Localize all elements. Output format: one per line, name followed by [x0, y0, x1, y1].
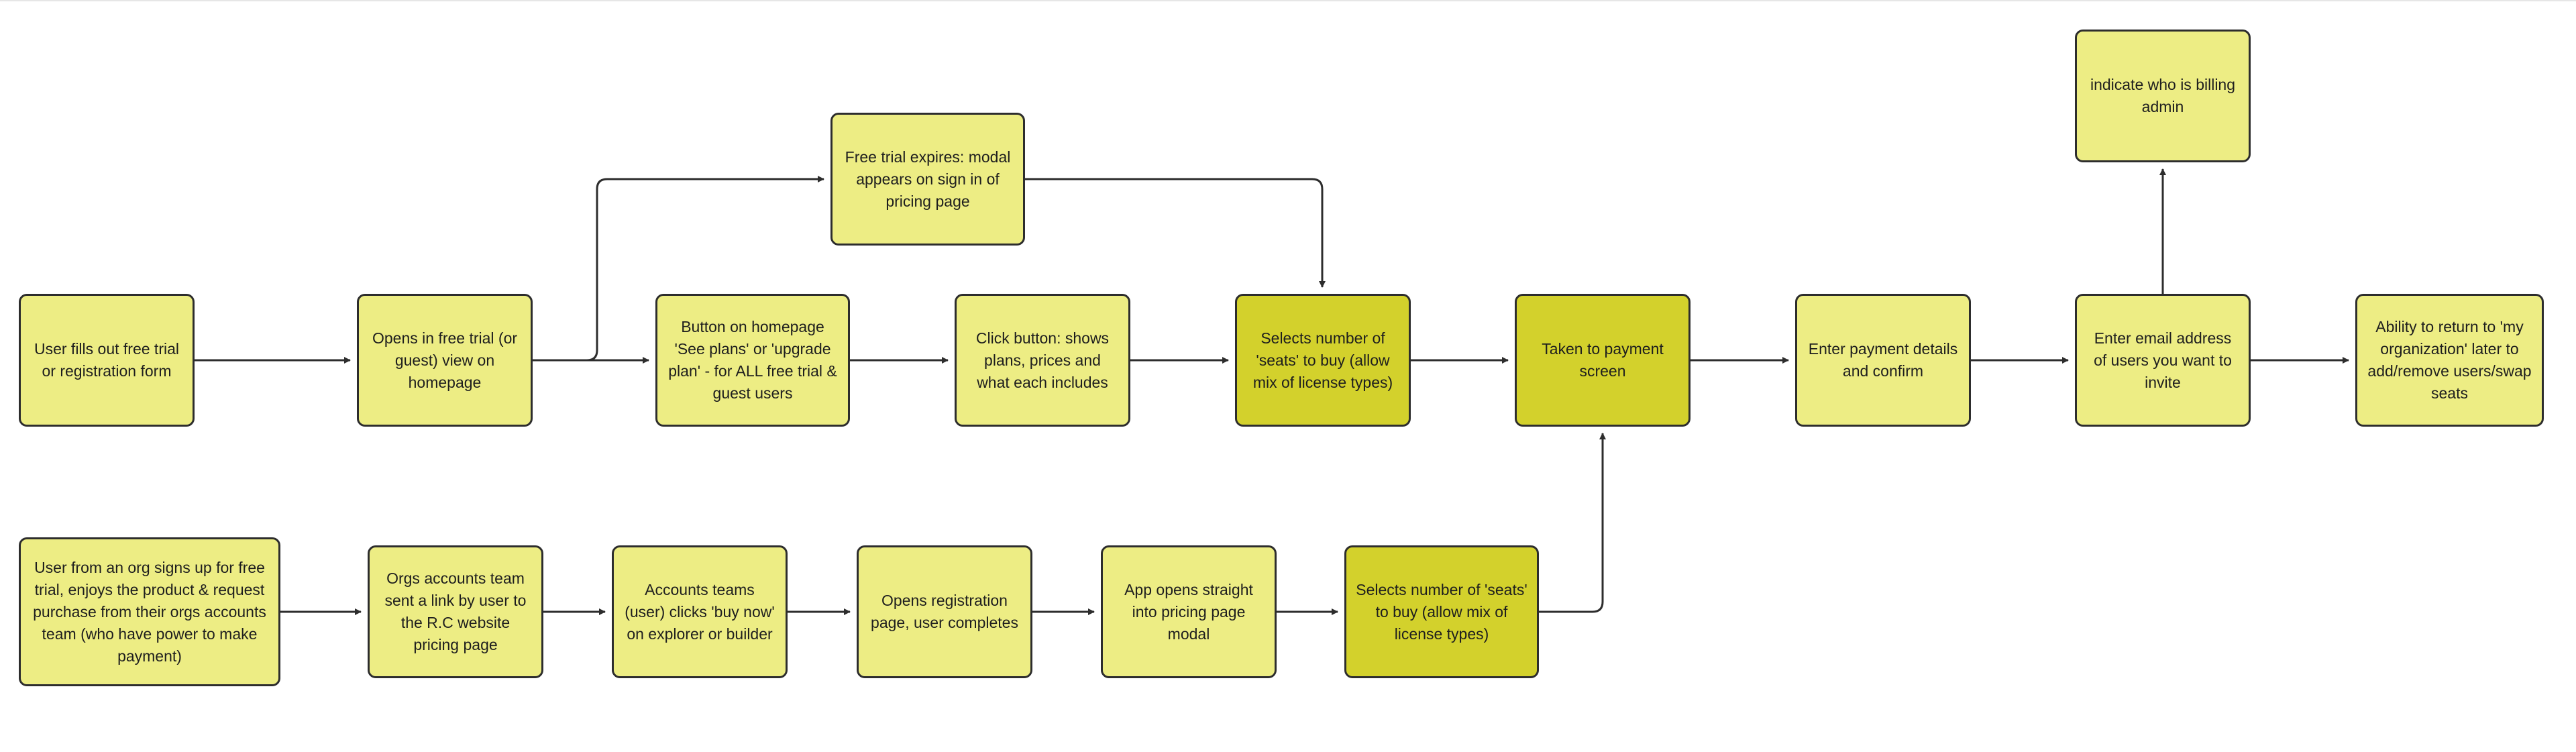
node-billing-admin: indicate who is billing admin: [2075, 30, 2251, 162]
node-fill-out-form: User fills out free trial or registratio…: [19, 294, 195, 427]
node-accounts-link: Orgs accounts team sent a link by user t…: [368, 545, 543, 678]
node-app-opens-pricing: App opens straight into pricing page mod…: [1101, 545, 1277, 678]
node-payment-screen: Taken to payment screen: [1515, 294, 1690, 427]
node-enter-payment: Enter payment details and confirm: [1795, 294, 1971, 427]
node-open-free-trial: Opens in free trial (or guest) view on h…: [357, 294, 533, 427]
node-select-seats-top: Selects number of 'seats' to buy (allow …: [1235, 294, 1411, 427]
node-enter-email: Enter email address of users you want to…: [2075, 294, 2251, 427]
node-see-plans-button: Button on homepage 'See plans' or 'upgra…: [655, 294, 850, 427]
node-my-organization: Ability to return to 'my organization' l…: [2355, 294, 2544, 427]
edge-trial-to-expires: [533, 176, 824, 362]
edge-seats-to-payment-up: [1539, 433, 1606, 613]
node-click-button-plans: Click button: shows plans, prices and wh…: [955, 294, 1130, 427]
node-select-seats-bottom: Selects number of 'seats' to buy (allow …: [1344, 545, 1539, 678]
node-org-user-signup: User from an org signs up for free trial…: [19, 537, 280, 686]
node-registration-page: Opens registration page, user completes: [857, 545, 1032, 678]
node-buy-now: Accounts teams (user) clicks 'buy now' o…: [612, 545, 788, 678]
edge-expires-to-seats: [1025, 178, 1326, 288]
top-divider: [0, 0, 2576, 1]
node-trial-expires: Free trial expires: modal appears on sig…: [830, 113, 1025, 246]
